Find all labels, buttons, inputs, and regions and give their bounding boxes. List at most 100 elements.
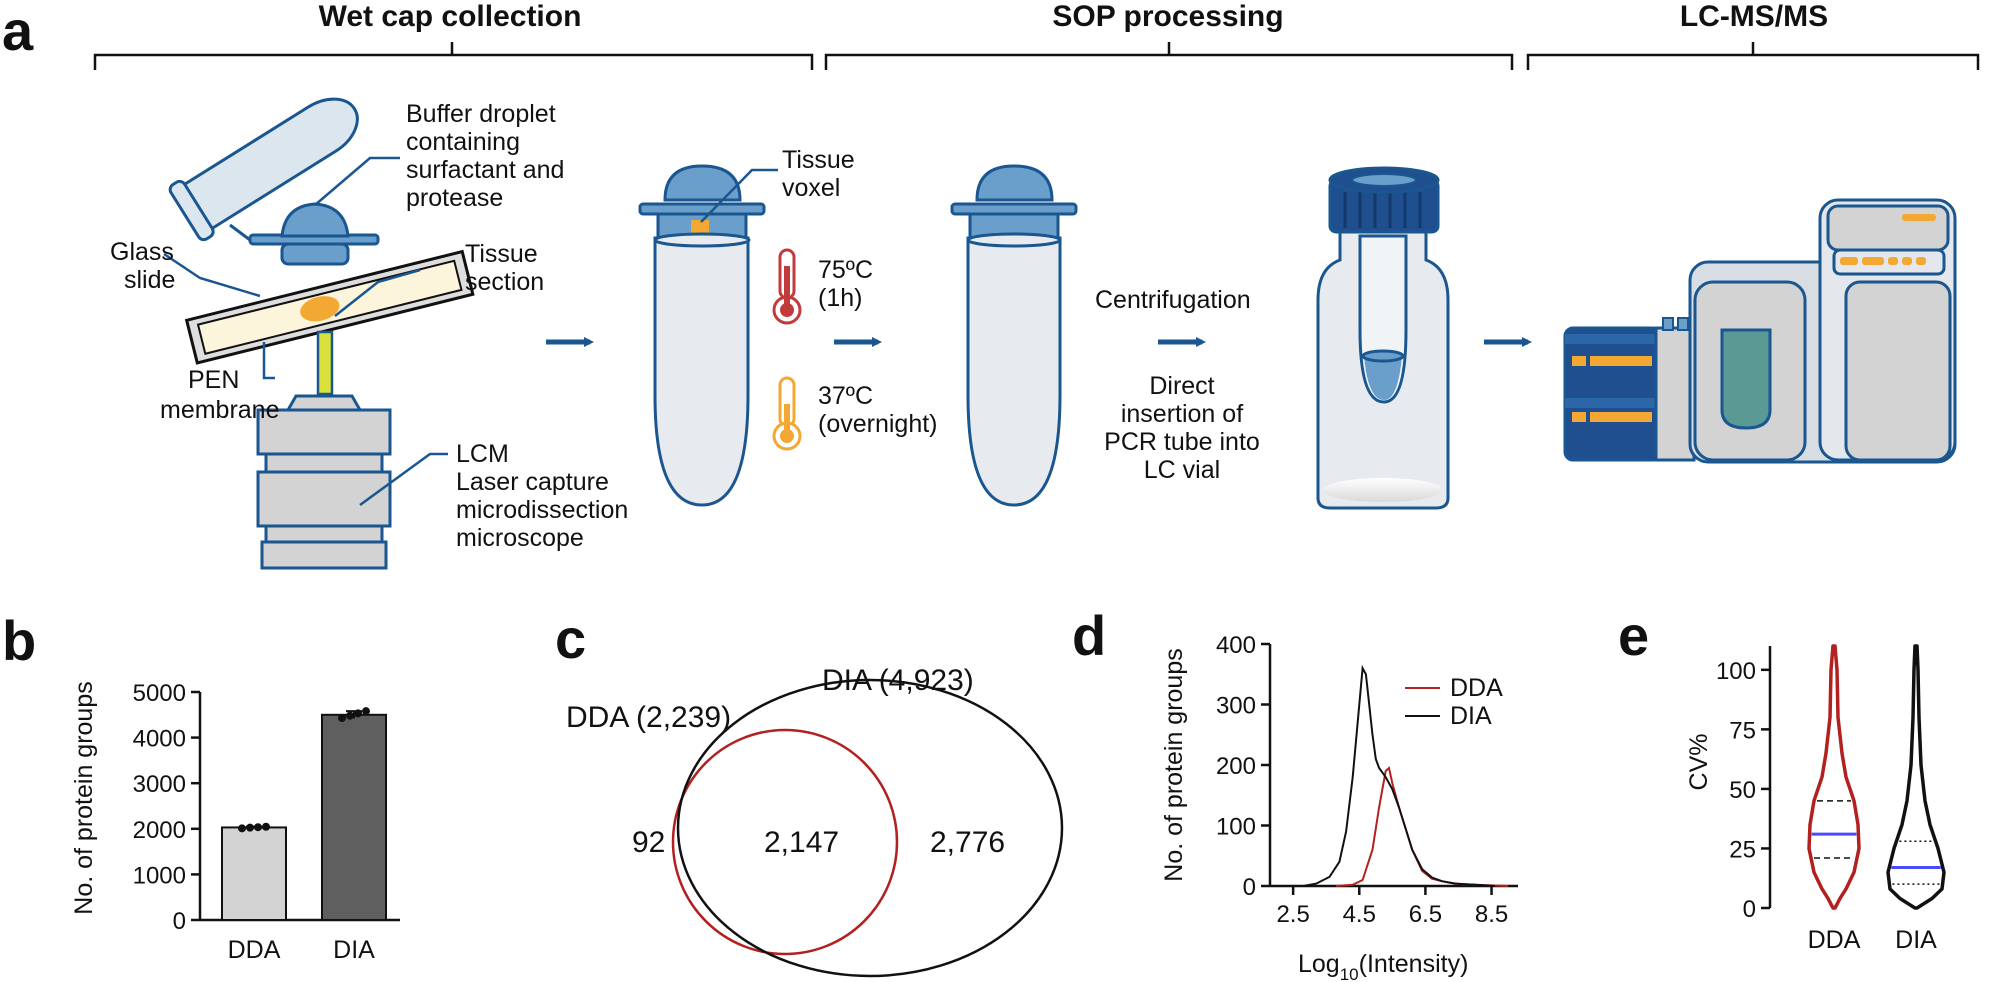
glass-slide-icon [184, 249, 475, 365]
y-tick-label-b: 5000 [133, 680, 186, 707]
venn-count-dda-only: 92 [632, 826, 665, 859]
y-tick-label-b: 2000 [133, 817, 186, 844]
y-axis-label-b: No. of protein groups [70, 681, 98, 914]
panel-label-c: c [555, 607, 586, 670]
y-tick-label-b: 3000 [133, 771, 186, 798]
y-tick-label-d: 100 [1216, 814, 1256, 841]
venn-count-both: 2,147 [764, 826, 839, 859]
svg-text:Tissue: Tissue [465, 240, 538, 268]
panel-label-a: a [2, 0, 34, 62]
violin-dia [1886, 644, 1946, 910]
panel-label-d: d [1072, 604, 1106, 667]
laser-beam-icon [316, 330, 334, 396]
replicate-point-dia [338, 713, 346, 722]
voxel-label-line1: Tissue [782, 146, 855, 174]
temp-75-label: 75ºC [818, 256, 873, 284]
voxel-label-line2: voxel [782, 174, 840, 202]
svg-text:microscope: microscope [456, 524, 584, 552]
x-tick-label-e: DIA [1895, 926, 1937, 954]
legend-label-dia: DIA [1450, 702, 1492, 730]
y-tick-label-e: 25 [1729, 836, 1756, 863]
venn-count-dia-only: 2,776 [930, 826, 1005, 859]
y-tick-label-d: 300 [1216, 693, 1256, 720]
wet-cap-illustration [163, 97, 475, 570]
y-axis-label-e: CV% [1685, 734, 1713, 791]
section-title-lcms: LC-MS/MS [1680, 0, 1828, 33]
svg-text:Laser capture: Laser capture [456, 468, 609, 496]
section-title-wet-cap: Wet cap collection [319, 0, 582, 33]
svg-text:section: section [465, 268, 544, 296]
x-tick-label-d: 2.5 [1276, 901, 1309, 928]
bar-dda [221, 826, 287, 922]
svg-text:LCM: LCM [456, 440, 509, 468]
insertion-label-line1: Direct [1149, 372, 1214, 400]
replicate-point-dda [254, 823, 262, 832]
y-tick-label-e: 75 [1729, 717, 1756, 744]
replicate-point-dia [362, 707, 370, 716]
violin-dda [1807, 644, 1861, 910]
y-axis-label-d: No. of protein groups [1160, 648, 1188, 881]
y-tick-label-d: 400 [1216, 632, 1256, 659]
lc-ms-instrument-icon [1563, 198, 1957, 464]
section-title-sop: SOP processing [1052, 0, 1283, 33]
panel-label-e: e [1618, 604, 1649, 667]
svg-text:containing: containing [406, 128, 520, 156]
x-tick-label-b: DDA [228, 936, 281, 964]
svg-text:slide: slide [124, 266, 175, 294]
venn-label-dda: DDA (2,239) [566, 701, 731, 734]
temp-37-label: 37ºC [818, 382, 873, 410]
y-tick-label-e: 50 [1729, 777, 1756, 804]
replicate-point-dda [238, 824, 246, 833]
venn-diagram-c: DDA (2,239) DIA (4,923) 92 2,147 2,776 [566, 664, 1064, 978]
x-tick-label-d: 6.5 [1409, 901, 1442, 928]
bar-dia [321, 713, 387, 921]
svg-text:microdissection: microdissection [456, 496, 628, 524]
y-tick-label-b: 1000 [133, 862, 186, 889]
y-tick-label-e: 0 [1743, 896, 1756, 923]
y-tick-label-b: 0 [173, 908, 186, 935]
tilted-tube-icon [168, 97, 359, 242]
venn-label-dia: DIA (4,923) [822, 664, 974, 697]
x-tick-label-d: 4.5 [1343, 901, 1376, 928]
panel-label-b: b [2, 609, 36, 672]
pcr-tube-icon [950, 164, 1078, 507]
temp-37-duration: (overnight) [818, 410, 938, 438]
centrifugation-label: Centrifugation [1095, 286, 1251, 314]
x-tick-label-e: DDA [1808, 926, 1861, 954]
svg-text:protease: protease [406, 184, 503, 212]
x-axis-label-d: Log10(Intensity) [1298, 950, 1468, 982]
venn-circle-dda [671, 728, 899, 956]
y-tick-label-d: 0 [1243, 874, 1256, 901]
wet-cap-labels: Buffer droplet containing surfactant and… [110, 100, 628, 552]
replicate-point-dda [262, 822, 270, 831]
replicate-point-dda [246, 823, 254, 832]
x-tick-label-b: DIA [333, 936, 375, 964]
y-tick-label-b: 4000 [133, 726, 186, 753]
venn-ellipse-dia [676, 678, 1064, 978]
svg-text:Glass: Glass [110, 238, 174, 266]
legend-label-dda: DDA [1450, 674, 1503, 702]
pcr-tube-with-voxel-icon [638, 164, 778, 507]
thermometer-hot-icon [772, 248, 802, 325]
lc-vial-icon [1316, 166, 1450, 510]
svg-text:surfactant and: surfactant and [406, 156, 564, 184]
insertion-label-line4: LC vial [1144, 456, 1220, 484]
replicate-point-dia [354, 709, 362, 718]
replicate-point-dia [346, 711, 354, 720]
y-tick-label-d: 200 [1216, 753, 1256, 780]
svg-text:PEN: PEN [188, 366, 239, 394]
insertion-label-line3: PCR tube into [1104, 428, 1260, 456]
thermometer-warm-icon [772, 376, 802, 451]
temp-75-duration: (1h) [818, 284, 862, 312]
svg-text:Buffer droplet: Buffer droplet [406, 100, 556, 128]
series-line-dia [1302, 664, 1495, 887]
section-brackets [93, 42, 1980, 70]
insertion-label-line2: insertion of [1121, 400, 1243, 428]
svg-text:membrane: membrane [160, 396, 280, 424]
x-tick-label-d: 8.5 [1475, 901, 1508, 928]
y-tick-label-e: 100 [1716, 658, 1756, 685]
